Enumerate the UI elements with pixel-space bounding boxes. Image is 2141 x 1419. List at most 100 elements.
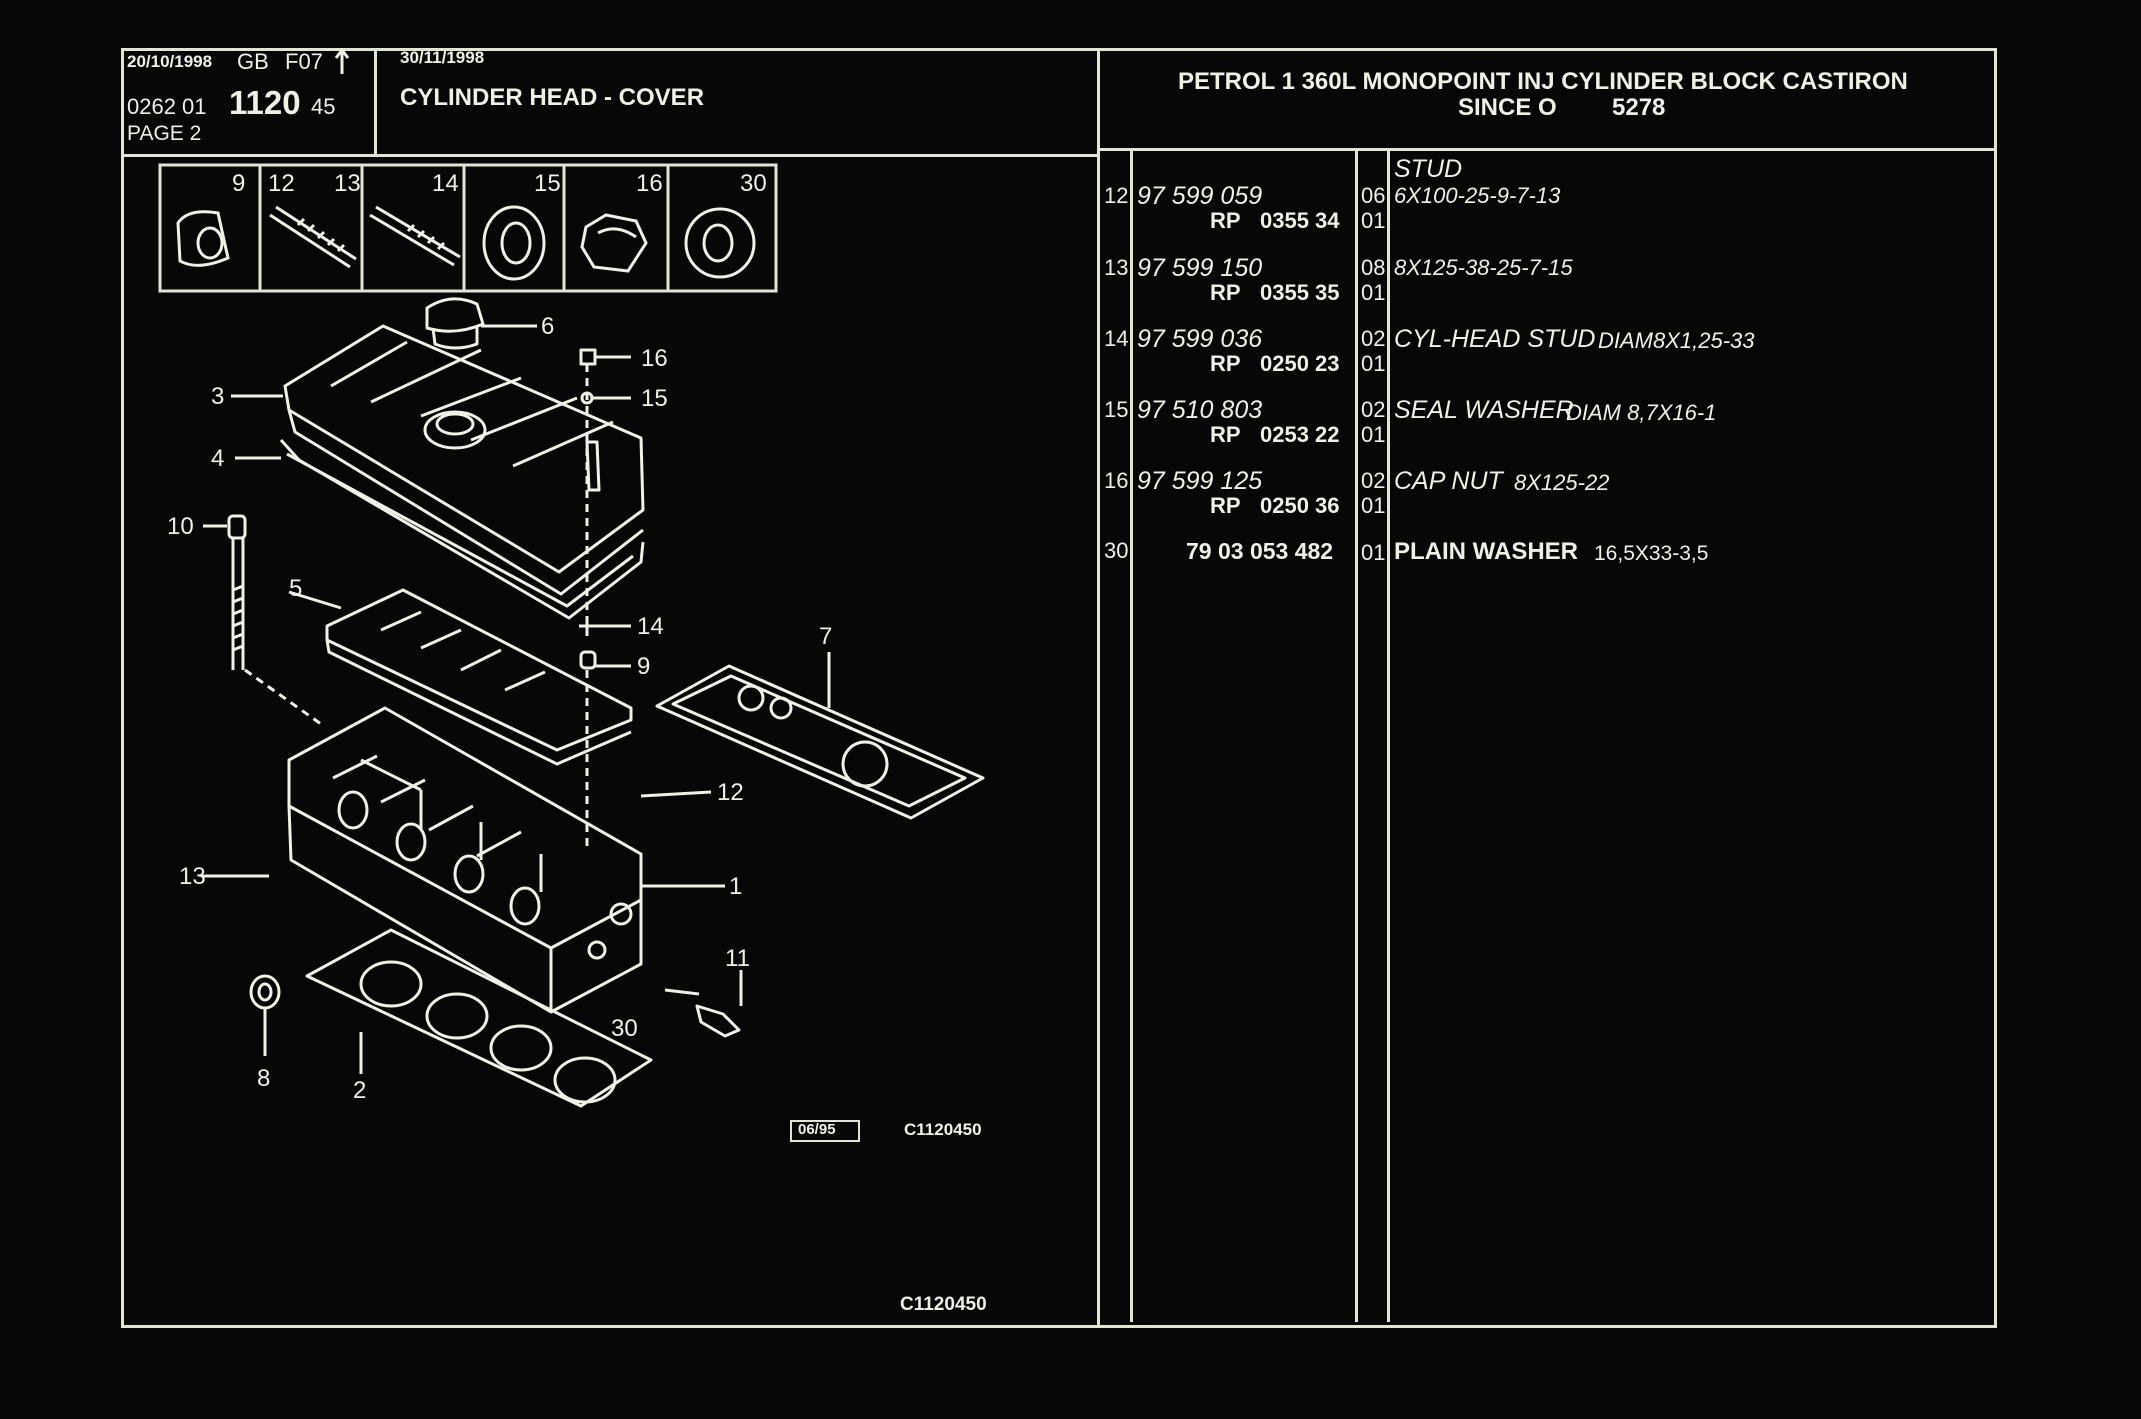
thumbnail-stud-icon: [269, 205, 357, 269]
thumbnail-label-9: 9: [232, 170, 245, 197]
part-ref-15: 15: [1104, 397, 1129, 422]
thumbnail-strip: 9 12 13 14 15 16 30: [158, 163, 778, 293]
part-spec-16: 8X125-22: [1514, 470, 1610, 495]
thumbnail-label-14: 14: [432, 170, 459, 197]
thumbnail-label-16: 16: [636, 170, 663, 197]
callout-1: 1: [729, 873, 742, 900]
part-rp-16: RP: [1210, 493, 1241, 518]
application-line-2a: SINCE O: [1458, 94, 1557, 121]
part-rp-number-13: 0355 35: [1260, 280, 1340, 305]
callout-30: 30: [611, 1015, 638, 1042]
part-ref-16: 16: [1104, 468, 1129, 493]
part-ref-12: 12: [1104, 183, 1129, 208]
callout-2: 2: [353, 1077, 366, 1104]
part-ref-13: 13: [1104, 255, 1129, 280]
part-ref-14: 14: [1104, 326, 1129, 351]
up-arrow-icon: [334, 47, 350, 81]
page-number: PAGE 2: [127, 122, 202, 145]
language-code: GB: [237, 49, 269, 74]
callout-6: 6: [541, 313, 554, 340]
part-rp-14: RP: [1210, 351, 1241, 376]
part-qty2-12: 01: [1361, 208, 1386, 233]
callout-11: 11: [725, 945, 750, 972]
divider-header-right-bottom: [1097, 148, 1997, 151]
valve-gasket-icon: [655, 664, 985, 820]
part-rp-number-15: 0253 22: [1260, 422, 1340, 447]
part-desc-30: PLAIN WASHER: [1394, 538, 1579, 565]
diagram-reference: C1120450: [904, 1120, 982, 1139]
part-desc-15: SEAL WASHER: [1394, 396, 1574, 424]
divider-header-left-bottom: [121, 154, 1098, 157]
part-number-14: 97 599 036: [1137, 325, 1263, 353]
stud-14-icon: [579, 616, 595, 636]
part-qty2-13: 01: [1361, 280, 1386, 305]
exploded-diagram: 1 2 3 4 5 6 7 8 9 10 11 12 13 14 15 16 3…: [121, 290, 1097, 1190]
diagram-stamp: 06/95: [798, 1121, 836, 1138]
part-qty-14: 02: [1361, 326, 1386, 351]
thumbnail-plain-washer-icon: [684, 207, 756, 279]
reference-suffix: 45: [311, 94, 336, 119]
callout-4: 4: [211, 445, 224, 472]
part-qty2-15: 01: [1361, 422, 1386, 447]
part-qty-13: 08: [1361, 255, 1386, 280]
part-number-12: 97 599 059: [1137, 182, 1263, 210]
thumbnail-label-13: 13: [334, 170, 361, 197]
part-number-15: 97 510 803: [1137, 396, 1263, 424]
callout-10: 10: [167, 513, 194, 540]
diagram-stamp-box: 06/95: [790, 1120, 860, 1142]
thumbnail-sleeve-icon: [176, 210, 230, 267]
fiche-code: F07: [285, 49, 323, 74]
filler-cap-icon: [425, 297, 485, 350]
group-title: CYLINDER HEAD - COVER: [400, 84, 705, 111]
thumbnail-seal-washer-icon: [482, 205, 546, 281]
part-desc-16: CAP NUT: [1394, 467, 1503, 495]
part-rp-12: RP: [1210, 208, 1241, 233]
callout-7: 7: [819, 623, 832, 650]
part-number-30: 79 03 053 482: [1186, 538, 1334, 564]
callout-9: 9: [637, 653, 650, 680]
column-line-qty-right: [1387, 150, 1390, 1322]
part-rp-number-16: 0250 36: [1260, 493, 1340, 518]
part-rp-13: RP: [1210, 280, 1241, 305]
thumbnail-label-15: 15: [534, 170, 561, 197]
thumbnail-label-12: 12: [268, 170, 295, 197]
callout-14: 14: [637, 613, 664, 640]
footer-reference: C1120450: [900, 1294, 987, 1315]
callout-8: 8: [257, 1065, 270, 1092]
callout-15: 15: [641, 385, 668, 412]
thumbnail-cap-nut-icon: [580, 213, 648, 273]
sensor-11-icon: [695, 1004, 741, 1038]
print-date: 20/10/1998: [127, 52, 213, 71]
rocker-cover-icon: [283, 324, 645, 596]
washer-8-icon: [249, 974, 281, 1010]
thumbnail-label-30: 30: [740, 170, 767, 197]
part-rp-number-12: 0355 34: [1260, 208, 1340, 233]
cap-nut-16-icon: [579, 348, 597, 366]
part-number-13: 97 599 150: [1137, 254, 1263, 282]
part-spec-13: 8X125-38-25-7-15: [1394, 255, 1573, 280]
part-spec-30: 16,5X33-3,5: [1594, 542, 1709, 565]
document-date: 30/11/1998: [400, 48, 485, 67]
part-qty-12: 06: [1361, 183, 1386, 208]
part-qty-15: 02: [1361, 397, 1386, 422]
part-spec-12: 6X100-25-9-7-13: [1394, 183, 1561, 208]
part-rp-number-14: 0250 23: [1260, 351, 1340, 376]
part-qty-30: 01: [1361, 540, 1386, 565]
page-frame: [121, 48, 1997, 1328]
callout-16: 16: [641, 345, 668, 372]
part-qty2-14: 01: [1361, 351, 1386, 376]
part-desc-12: STUD: [1394, 155, 1463, 183]
part-qty-16: 02: [1361, 468, 1386, 493]
application-line-1: PETROL 1 360L MONOPOINT INJ CYLINDER BLO…: [1178, 68, 1908, 95]
cover-gasket-icon: [279, 438, 645, 620]
column-line-qty-left: [1355, 150, 1358, 1322]
cylinder-head-icon: [287, 706, 643, 1014]
baffle-plate-icon: [325, 588, 633, 766]
head-gasket-icon: [305, 928, 653, 1108]
part-spec-15: DIAM 8,7X16-1: [1566, 400, 1717, 425]
callout-13: 13: [179, 863, 206, 890]
callout-5: 5: [289, 575, 302, 602]
reference-prefix: 0262 01: [127, 94, 207, 119]
application-line-2b: 5278: [1612, 94, 1666, 121]
part-number-16: 97 599 125: [1137, 467, 1263, 495]
